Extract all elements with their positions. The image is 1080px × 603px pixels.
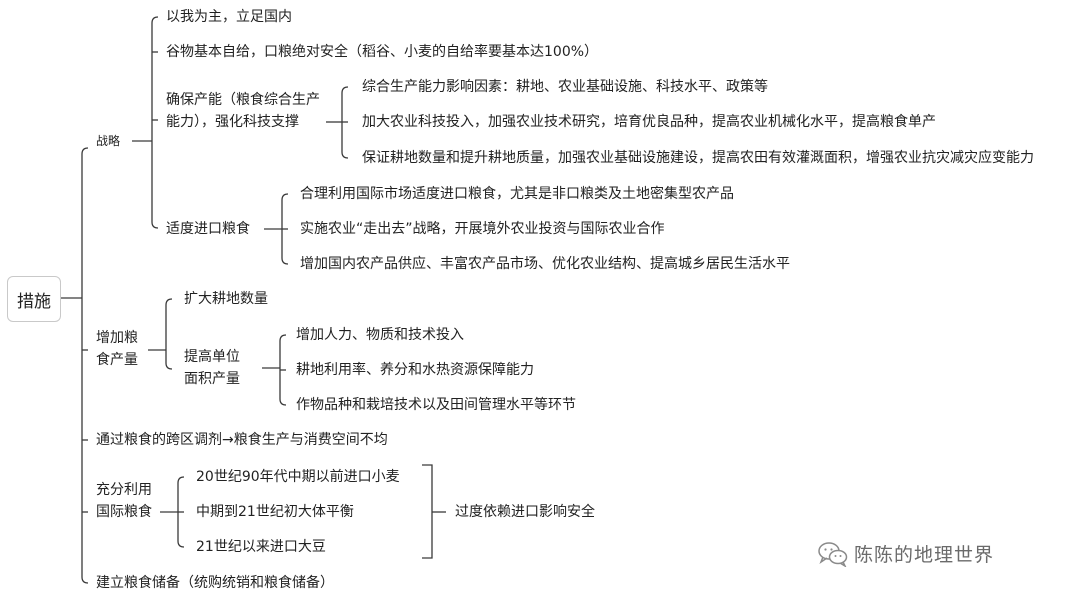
node-farmland-protection[interactable]: 保证耕地数量和提升耕地质量，加强农业基础设施建设，提高农田有效灌溉面积，增强农业…: [362, 150, 1034, 166]
node-summary[interactable]: 过度依赖进口影响安全: [455, 504, 595, 520]
node-input[interactable]: 增加人力、物质和技术投入: [296, 327, 464, 343]
node-go-global[interactable]: 实施农业“走出去”战略，开展境外农业投资与国际农业合作: [300, 221, 665, 237]
watermark: 陈陈的地理世界: [818, 540, 994, 567]
watermark-text: 陈陈的地理世界: [854, 544, 995, 566]
node-land-use[interactable]: 耕地利用率、养分和水热资源保障能力: [296, 362, 534, 378]
spine-main: [81, 147, 89, 584]
node-import[interactable]: 适度进口粮食: [166, 221, 250, 237]
node-domestic-supply[interactable]: 增加国内农产品供应、丰富农产品市场、优化农业结构、提高城乡居民生活水平: [300, 256, 790, 272]
root-node[interactable]: 措施: [7, 276, 61, 322]
bracket-summary: [422, 464, 433, 559]
node-before-90s[interactable]: 20世纪90年代中期以前进口小麦: [196, 469, 400, 485]
node-expand-farmland[interactable]: 扩大耕地数量: [184, 291, 268, 307]
node-increase[interactable]: 增加粮食产量: [96, 330, 138, 368]
node-import-market[interactable]: 合理利用国际市场适度进口粮食，尤其是非口粮类及土地密集型农产品: [300, 186, 734, 202]
node-grain-self-sufficiency[interactable]: 谷物基本自给，口粮绝对安全（稻谷、小麦的自给率要基本达100%）: [166, 44, 599, 60]
node-international[interactable]: 充分利用国际粮食: [96, 482, 152, 520]
node-transfer[interactable]: 通过粮食的跨区调剂→粮食生产与消费空间不均: [96, 432, 388, 448]
node-crop-varieties[interactable]: 作物品种和栽培技术以及田间管理水平等环节: [296, 397, 576, 413]
node-soybean[interactable]: 21世纪以来进口大豆: [196, 539, 326, 555]
node-tech-investment[interactable]: 加大农业科技投入，加强农业技术研究，培育优良品种，提高农业机械化水平，提高粮食单…: [362, 114, 936, 130]
wechat-icon: [818, 541, 848, 567]
root-label: 措施: [17, 291, 51, 312]
node-capacity[interactable]: 确保产能（粮食综合生产能力），强化科技支撑: [166, 92, 320, 130]
node-balance[interactable]: 中期到21世纪初大体平衡: [196, 504, 354, 520]
spine-increase: [165, 298, 173, 370]
spine-zhanlue: [151, 16, 159, 229]
node-reserve[interactable]: 建立粮食储备（统购统销和粮食储备）: [96, 575, 334, 591]
node-unit-yield[interactable]: 提高单位面积产量: [184, 349, 240, 387]
node-self-reliance[interactable]: 以我为主，立足国内: [166, 9, 292, 25]
node-capacity-factors[interactable]: 综合生产能力影响因素：耕地、农业基础设施、科技水平、政策等: [362, 79, 768, 95]
node-zhanlue[interactable]: 战略: [96, 134, 121, 148]
